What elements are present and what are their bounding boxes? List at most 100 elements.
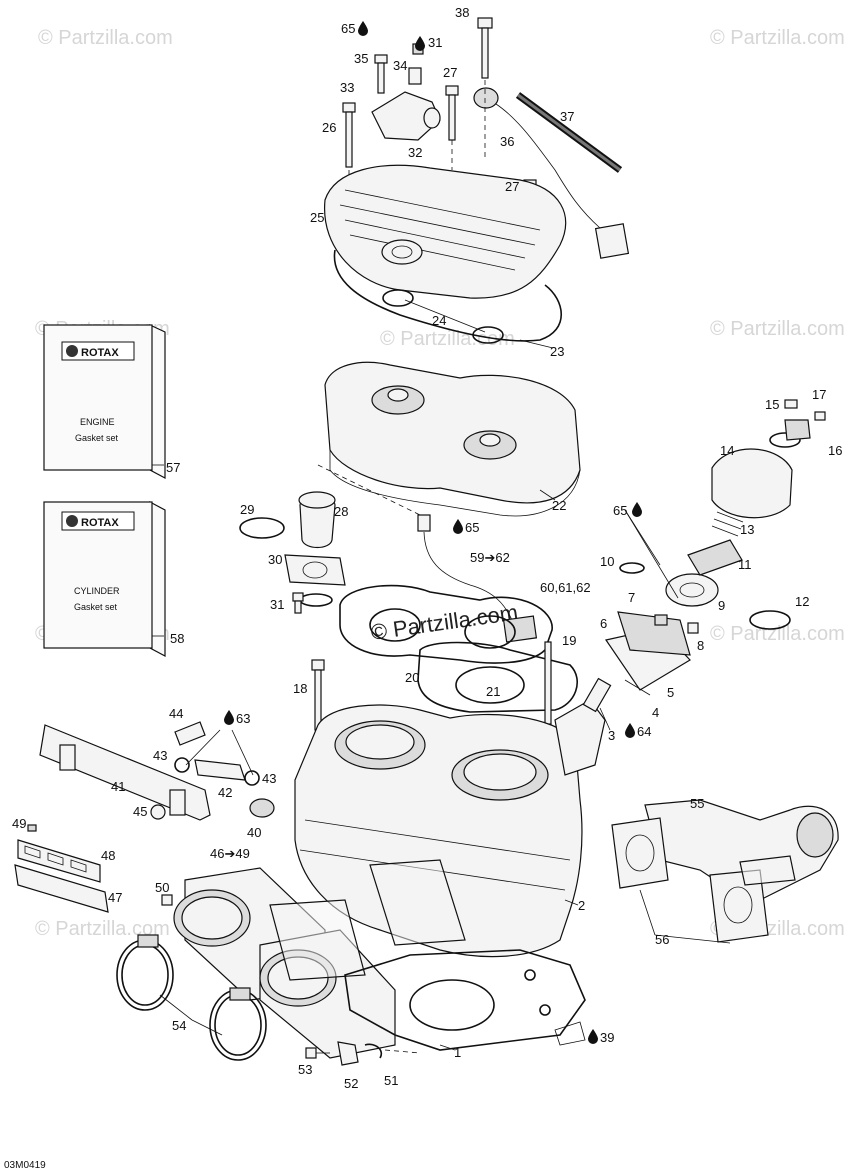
book-cylinder-gasket-set: ROTAX CYLINDER Gasket set bbox=[43, 501, 166, 657]
callout-30: 30 bbox=[268, 552, 282, 567]
callout-54: 54 bbox=[172, 1018, 186, 1033]
callout-27: 27 bbox=[505, 179, 519, 194]
rave-valve-assembly bbox=[554, 399, 826, 776]
callout-2: 2 bbox=[578, 898, 585, 913]
callout-3: 3 bbox=[608, 728, 615, 743]
callout-13: 13 bbox=[740, 522, 754, 537]
rotax-logo-icon bbox=[66, 515, 78, 527]
callout-21: 21 bbox=[486, 684, 500, 699]
hose-clamps bbox=[116, 934, 267, 1061]
callout-59-62: 59➔62 bbox=[470, 550, 510, 565]
rotax-logo-icon bbox=[66, 345, 78, 357]
callout-34: 34 bbox=[393, 58, 407, 73]
callout-26: 26 bbox=[322, 120, 336, 135]
drop-icons bbox=[224, 21, 642, 1044]
callout-8: 8 bbox=[697, 638, 704, 653]
callout-43: 43 bbox=[262, 771, 276, 786]
cylinder-block bbox=[294, 704, 583, 958]
callout-63: 63 bbox=[236, 711, 250, 726]
callout-52: 52 bbox=[344, 1076, 358, 1091]
callout-5: 5 bbox=[667, 685, 674, 700]
callout-22: 22 bbox=[552, 498, 566, 513]
callout-56: 56 bbox=[655, 932, 669, 947]
callout-33: 33 bbox=[340, 80, 354, 95]
book-brand: ROTAX bbox=[81, 517, 119, 529]
watermark: © Partzilla.com bbox=[38, 27, 173, 49]
callout-29: 29 bbox=[240, 502, 254, 517]
small-fasteners bbox=[305, 1041, 421, 1066]
cylinder-gaskets bbox=[339, 584, 579, 713]
callout-43: 43 bbox=[153, 748, 167, 763]
drop-icon bbox=[453, 519, 463, 534]
callout-41: 41 bbox=[111, 779, 125, 794]
callout-64: 64 bbox=[637, 724, 651, 739]
callout-47: 47 bbox=[108, 890, 122, 905]
drop-icon bbox=[358, 21, 368, 36]
book-subtitle: Gasket set bbox=[74, 602, 118, 612]
callout-9: 9 bbox=[718, 598, 725, 613]
callout-25: 25 bbox=[310, 210, 324, 225]
cylinder-head bbox=[324, 361, 581, 517]
callout-44: 44 bbox=[169, 706, 183, 721]
callout-32: 32 bbox=[408, 145, 422, 160]
callout-38: 38 bbox=[455, 5, 469, 20]
callout-31: 31 bbox=[270, 597, 284, 612]
book-title: CYLINDER bbox=[74, 586, 120, 596]
callout-45: 45 bbox=[133, 804, 147, 819]
callout-53: 53 bbox=[298, 1062, 312, 1077]
callout-31: 31 bbox=[428, 35, 442, 50]
watermark: © Partzilla.com bbox=[710, 318, 845, 340]
cover-gasket bbox=[333, 249, 563, 344]
cylinder-head-cover-assembly bbox=[342, 17, 630, 259]
cylinder-head-cover bbox=[324, 164, 567, 299]
callout-65: 65 bbox=[465, 520, 479, 535]
callout-24: 24 bbox=[432, 313, 446, 328]
book-brand: ROTAX bbox=[81, 347, 119, 359]
callout-57: 57 bbox=[166, 460, 180, 475]
callout-14: 14 bbox=[720, 443, 734, 458]
callout-6: 6 bbox=[600, 616, 607, 631]
watermark: © Partzilla.com bbox=[710, 27, 845, 49]
callout-55: 55 bbox=[690, 796, 704, 811]
callout-48: 48 bbox=[101, 848, 115, 863]
base-gasket bbox=[344, 949, 586, 1051]
callout-46-49: 46➔49 bbox=[210, 846, 250, 861]
book-subtitle: Gasket set bbox=[75, 433, 119, 443]
callout-42: 42 bbox=[218, 785, 232, 800]
callout-49: 49 bbox=[12, 816, 26, 831]
callout-36: 36 bbox=[500, 134, 514, 149]
callout-27: 27 bbox=[443, 65, 457, 80]
callout-15: 15 bbox=[765, 397, 779, 412]
fuel-rail-assembly bbox=[39, 721, 275, 821]
callout-1: 1 bbox=[454, 1045, 461, 1060]
callout-28: 28 bbox=[334, 504, 348, 519]
callout-18: 18 bbox=[293, 681, 307, 696]
callout-10: 10 bbox=[600, 554, 614, 569]
callout-35: 35 bbox=[354, 51, 368, 66]
drop-icon bbox=[588, 1029, 598, 1044]
callout-labels: 1 2 3 4 5 6 7 8 9 10 11 12 13 14 15 16 1… bbox=[12, 5, 842, 1091]
callout-51: 51 bbox=[384, 1073, 398, 1088]
callout-50: 50 bbox=[155, 880, 169, 895]
book-engine-gasket-set: ROTAX ENGINE Gasket set bbox=[43, 324, 166, 479]
callout-17: 17 bbox=[812, 387, 826, 402]
callout-65: 65 bbox=[341, 21, 355, 36]
callout-11: 11 bbox=[738, 557, 752, 572]
drop-icon bbox=[632, 502, 642, 517]
callout-40: 40 bbox=[247, 825, 261, 840]
exhaust-manifold bbox=[611, 799, 839, 943]
callout-65: 65 bbox=[613, 503, 627, 518]
watermark-center: © Partzilla.com bbox=[369, 600, 519, 645]
callout-7: 7 bbox=[628, 590, 635, 605]
callout-20: 20 bbox=[405, 670, 419, 685]
callout-4: 4 bbox=[652, 705, 659, 720]
callout-19: 19 bbox=[562, 633, 576, 648]
callout-60-61-62: 60,61,62 bbox=[540, 580, 591, 595]
drop-icon bbox=[625, 723, 635, 738]
callout-23: 23 bbox=[550, 344, 564, 359]
watermark: © Partzilla.com bbox=[380, 328, 515, 350]
watermark: © Partzilla.com bbox=[35, 918, 170, 940]
drop-icon bbox=[224, 710, 234, 725]
leader-lines bbox=[152, 299, 731, 1051]
